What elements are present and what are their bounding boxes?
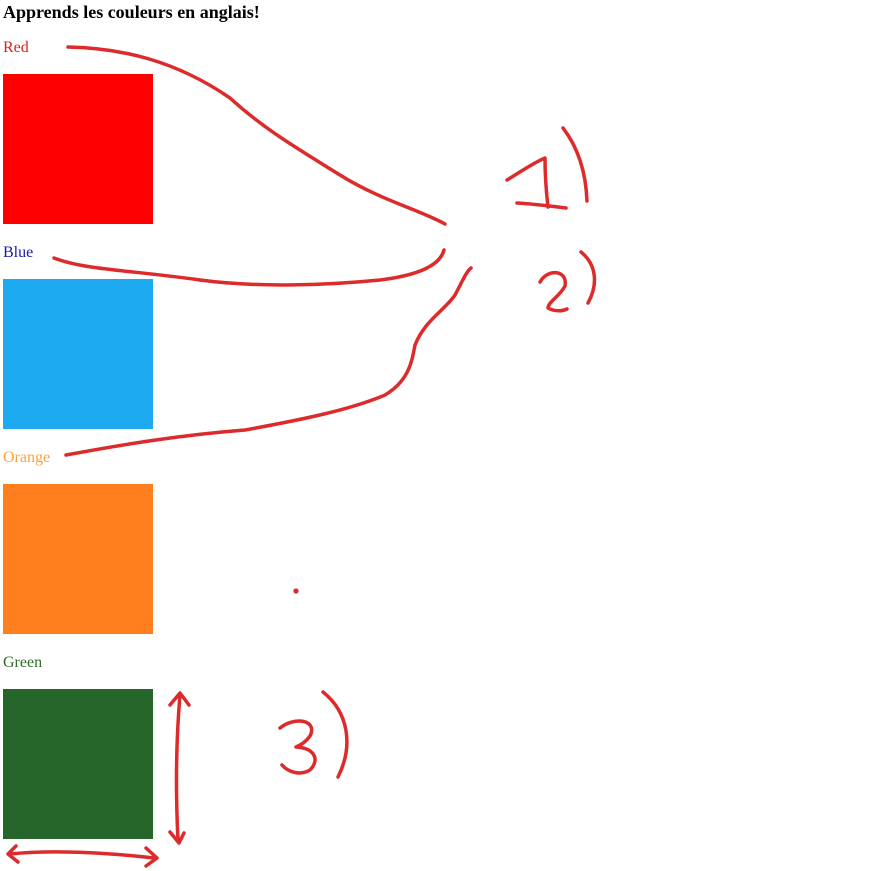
annotation-number-1 [505,156,568,210]
annotation-height-arrow [168,691,191,845]
annotation-paren-3 [321,690,349,779]
annotation-dot [293,588,299,594]
annotation-width-arrow [6,844,159,868]
color-swatch-green [3,689,153,839]
color-swatch-red [3,74,153,224]
annotation-paren-2 [579,250,597,305]
annotation-paren-1 [561,126,589,203]
color-label-orange: Orange [3,449,51,466]
annotation-number-2 [538,271,569,313]
color-swatch-orange [3,484,153,634]
color-label-red: Red [3,39,29,56]
page-title: Apprends les couleurs en anglais! [3,2,260,22]
color-swatch-blue [3,279,153,429]
color-label-green: Green [3,654,43,671]
color-label-blue: Blue [3,244,34,261]
annotation-number-3 [278,719,317,775]
